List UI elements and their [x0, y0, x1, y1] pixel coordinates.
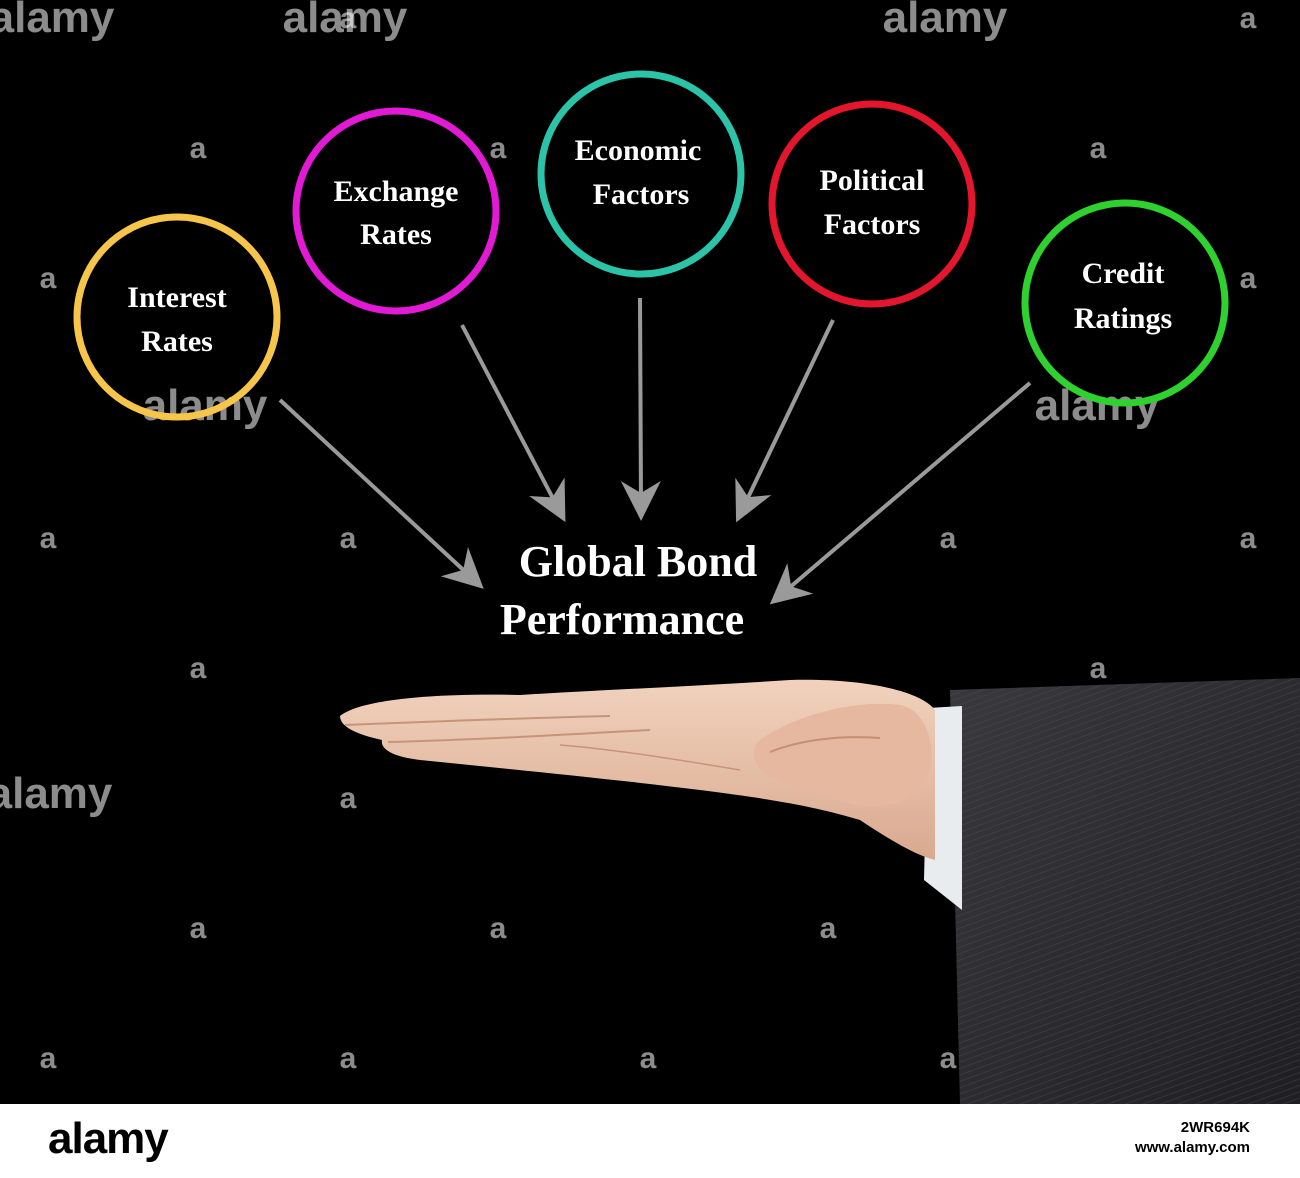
footer-bar: alamy 2WR694K www.alamy.com [0, 1104, 1300, 1178]
watermark-mark: a [340, 522, 357, 555]
watermark-mark: a [1090, 132, 1107, 165]
watermark-mark: a [640, 1042, 657, 1075]
watermark-mark: a [1240, 262, 1257, 295]
factor-label-line1: Economic [575, 134, 702, 167]
watermark-mark: a [820, 912, 837, 945]
footer-logo: alamy [48, 1114, 169, 1163]
watermark-logo: alamy [1035, 381, 1160, 430]
arrow-political-factors [735, 319, 835, 523]
watermark-mark: a [340, 782, 357, 815]
watermark-mark: a [940, 522, 957, 555]
watermark-mark: a [40, 522, 57, 555]
factor-exchange-rates: Exchange Rates [292, 107, 500, 315]
arrow-economic-factors [620, 297, 661, 521]
watermark-logo: alamy [283, 0, 408, 42]
open-hand-illustration [340, 678, 1300, 1105]
watermark-mark: a [190, 652, 207, 685]
factor-circle [1021, 199, 1229, 407]
factor-political-factors: Political Factors [768, 100, 976, 308]
arrow-interest-rates [278, 398, 484, 589]
watermark-logo: alamy [883, 0, 1008, 42]
image-id-text: 2WR694K [1180, 1119, 1250, 1136]
watermark-mark: a [1090, 652, 1107, 685]
factor-label-line2: Factors [593, 178, 690, 211]
watermark-mark: a [340, 1042, 357, 1075]
factor-label-line2: Factors [824, 208, 921, 241]
factor-label-line1: Political [820, 164, 925, 197]
factor-label-line1: Credit [1082, 257, 1165, 290]
watermark-logo: alamy [0, 769, 113, 818]
footer-image-id: 2WR694K www.alamy.com [1135, 1118, 1250, 1158]
factor-circle [292, 107, 500, 315]
arrow-exchange-rates [460, 324, 566, 523]
watermark-mark: a [190, 132, 207, 165]
factor-credit-ratings: Credit Ratings [1021, 199, 1229, 407]
factor-interest-rates: Interest Rates [73, 213, 281, 421]
center-title-line1: Global Bond [519, 537, 757, 586]
factor-label-line1: Interest [127, 281, 226, 314]
factor-circle [537, 70, 745, 278]
factor-circle [768, 100, 976, 308]
site-url-text: www.alamy.com [1134, 1139, 1250, 1156]
watermark-mark: a [1240, 2, 1257, 35]
watermark-mark: a [1240, 522, 1257, 555]
arrows-group [278, 297, 1032, 605]
watermark-logo: alamy [0, 0, 115, 42]
factor-circle [73, 213, 281, 421]
arrow-credit-ratings [769, 381, 1032, 605]
watermark-mark: a [940, 1042, 957, 1075]
watermark-mark: a [40, 262, 57, 295]
center-title-line2: Performance [500, 595, 744, 644]
factor-label-line2: Rates [360, 218, 432, 251]
watermark-mark: a [490, 132, 507, 165]
factor-label-line2: Rates [141, 325, 213, 358]
watermark-mark: a [340, 2, 357, 35]
watermark-mark: a [490, 912, 507, 945]
watermark-mark: a [40, 1042, 57, 1075]
factor-economic-factors: Economic Factors [537, 70, 745, 278]
watermark-mark: a [190, 912, 207, 945]
factor-label-line2: Ratings [1074, 302, 1172, 335]
factor-label-line1: Exchange [333, 175, 458, 208]
